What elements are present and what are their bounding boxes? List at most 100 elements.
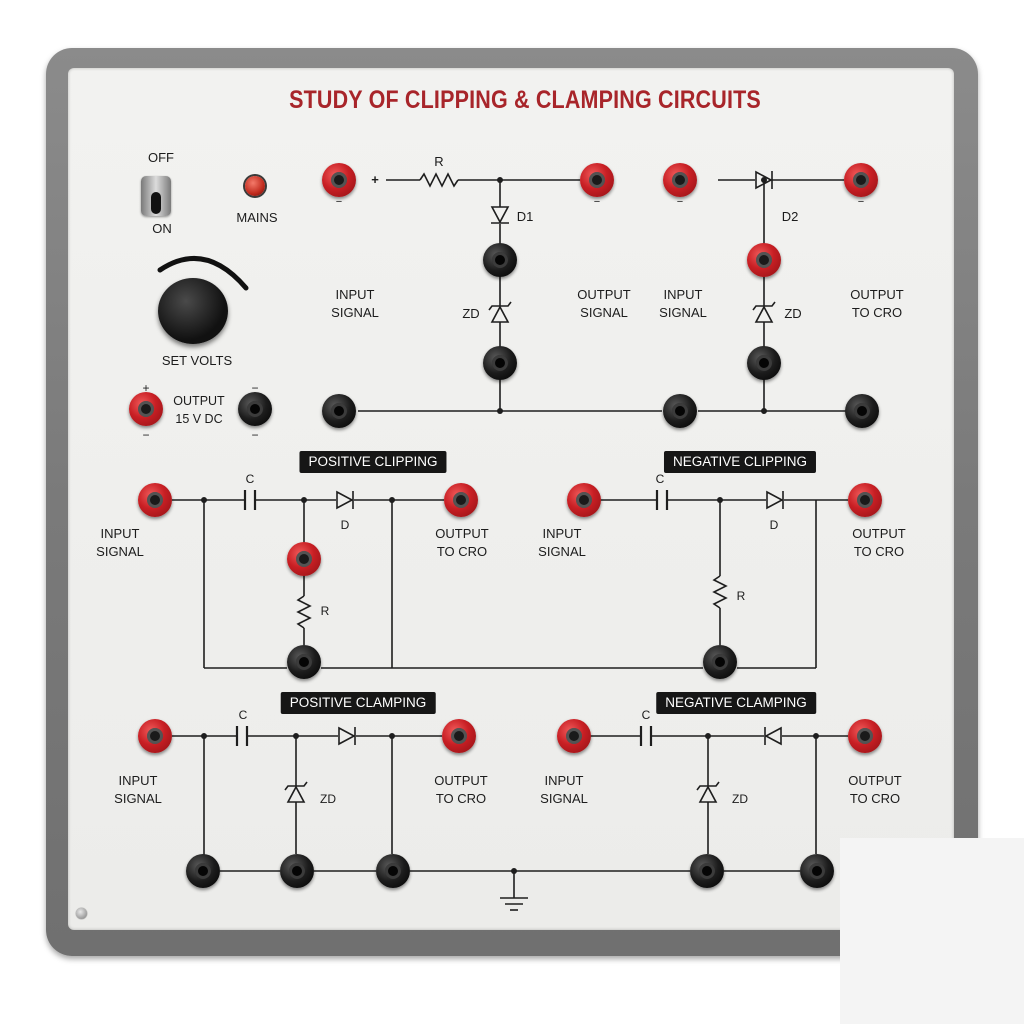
shunt-output-jack[interactable] <box>844 163 878 197</box>
diode-icon <box>490 206 510 224</box>
pos-clip-mid-jack[interactable] <box>287 542 321 576</box>
positive-clipping-tag: POSITIVE CLIPPING <box>299 451 447 473</box>
diode-icon <box>755 170 773 190</box>
neg-clip-output-jack[interactable] <box>848 483 882 517</box>
neg-clamp-output-jack[interactable] <box>848 719 882 753</box>
pos-clamp-input-jack[interactable] <box>138 719 172 753</box>
shunt-ground-jack-right[interactable] <box>845 394 879 428</box>
diode-icon <box>764 726 782 746</box>
pos-clip-ground-jack[interactable] <box>287 645 321 679</box>
shunt-ground-jack-left[interactable] <box>663 394 697 428</box>
resistor-icon <box>296 595 312 629</box>
series-input-label-2: SIGNAL <box>331 305 379 320</box>
pos-clip-input-label-1: INPUT <box>100 526 140 541</box>
output-minus-label-left: − <box>142 428 150 442</box>
shunt-bottom-jack[interactable] <box>747 346 781 380</box>
dc-output-label-2: 15 V DC <box>175 412 223 426</box>
pos-clip-output-label-2: TO CRO <box>436 544 488 559</box>
series-ground-jack[interactable] <box>322 394 356 428</box>
shunt-input-label-1: INPUT <box>663 287 703 302</box>
shunt-input-jack[interactable] <box>663 163 697 197</box>
neg-clamp-zd-label: ZD <box>732 792 748 806</box>
set-volts-label: SET VOLTS <box>161 353 233 368</box>
pos-clip-resistor-label: R <box>320 604 330 618</box>
switch-off-label: OFF <box>148 150 174 165</box>
pos-clip-capacitor-label: C <box>245 472 255 486</box>
negative-clipping-tag: NEGATIVE CLIPPING <box>663 451 817 473</box>
shunt-output-label-2: TO CRO <box>851 305 903 320</box>
screw-icon <box>76 908 87 919</box>
pos-clip-output-jack[interactable] <box>444 483 478 517</box>
neg-clamp-input-jack[interactable] <box>557 719 591 753</box>
shunt-zd-label: ZD <box>784 306 802 321</box>
neg-clip-diode-label: D <box>769 518 779 532</box>
voltage-knob-icon[interactable] <box>158 278 228 344</box>
trainer-panel <box>68 68 954 930</box>
pos-clamp-output-label-2: TO CRO <box>435 791 487 806</box>
capacitor-icon <box>639 726 653 746</box>
resistor-icon <box>419 172 459 188</box>
corner-fade <box>840 838 1024 1024</box>
pos-clamp-output-label-1: OUTPUT <box>434 773 488 788</box>
output-plus-label: + <box>142 381 150 395</box>
pos-clamp-zd-label: ZD <box>320 792 336 806</box>
pos-clamp-ground-jack-3[interactable] <box>376 854 410 888</box>
pos-clamp-input-label-2: SIGNAL <box>114 791 162 806</box>
neg-clip-capacitor-label: C <box>655 472 665 486</box>
pos-clamp-output-jack[interactable] <box>442 719 476 753</box>
neg-clamp-ground-jack-1[interactable] <box>690 854 724 888</box>
neg-clip-input-label-1: INPUT <box>542 526 582 541</box>
shunt-mid-jack[interactable] <box>747 243 781 277</box>
series-input-minus: − <box>335 196 343 208</box>
neg-clamp-input-label-2: SIGNAL <box>540 791 588 806</box>
shunt-input-minus: − <box>676 196 684 208</box>
pos-clamp-input-label-1: INPUT <box>118 773 158 788</box>
switch-on-label: ON <box>152 221 172 236</box>
series-output-minus: − <box>593 196 601 208</box>
series-resistor-label: R <box>434 154 444 169</box>
shunt-output-label-1: OUTPUT <box>850 287 904 302</box>
neg-clamp-ground-jack-2[interactable] <box>800 854 834 888</box>
panel-title: STUDY OF CLIPPING & CLAMPING CIRCUITS <box>289 86 761 114</box>
mains-label: MAINS <box>236 210 278 225</box>
negative-clamping-tag: NEGATIVE CLAMPING <box>656 692 816 714</box>
shunt-input-label-2: SIGNAL <box>659 305 707 320</box>
dc-output-negative-jack[interactable] <box>238 392 272 426</box>
diode-icon <box>338 726 356 746</box>
ground-icon <box>500 897 528 911</box>
d1-label: D1 <box>516 209 534 224</box>
neg-clip-resistor-label: R <box>736 589 746 603</box>
pos-clip-input-label-2: SIGNAL <box>96 544 144 559</box>
zener-diode-icon <box>488 301 512 323</box>
pos-clamp-ground-jack-1[interactable] <box>186 854 220 888</box>
series-input-jack[interactable] <box>322 163 356 197</box>
dc-output-label-1: OUTPUT <box>173 394 225 408</box>
pos-clamp-ground-jack-2[interactable] <box>280 854 314 888</box>
led-indicator-icon <box>245 176 265 196</box>
neg-clamp-capacitor-label: C <box>641 708 651 722</box>
neg-clip-ground-jack[interactable] <box>703 645 737 679</box>
pos-clip-diode-label: D <box>340 518 350 532</box>
zener-diode-icon <box>752 301 776 323</box>
dc-output-positive-jack[interactable] <box>129 392 163 426</box>
neg-clip-input-jack[interactable] <box>567 483 601 517</box>
knob-arc <box>157 255 249 291</box>
positive-clamping-tag: POSITIVE CLAMPING <box>280 692 436 714</box>
output-minus-label-top: − <box>251 381 259 395</box>
shunt-output-minus: − <box>857 196 865 208</box>
d2-label: D2 <box>781 209 799 224</box>
zener-diode-icon <box>696 781 720 803</box>
series-output-label-1: OUTPUT <box>577 287 631 302</box>
neg-clip-output-label-2: TO CRO <box>853 544 905 559</box>
series-bottom-jack[interactable] <box>483 346 517 380</box>
diode-icon <box>766 490 784 510</box>
series-output-jack[interactable] <box>580 163 614 197</box>
toggle-lever[interactable] <box>151 192 161 214</box>
pos-clip-output-label-1: OUTPUT <box>435 526 489 541</box>
series-mid-jack[interactable] <box>483 243 517 277</box>
pos-clip-input-jack[interactable] <box>138 483 172 517</box>
capacitor-icon <box>235 726 249 746</box>
zener-diode-icon <box>284 781 308 803</box>
capacitor-icon <box>655 490 669 510</box>
neg-clamp-output-label-1: OUTPUT <box>848 773 902 788</box>
